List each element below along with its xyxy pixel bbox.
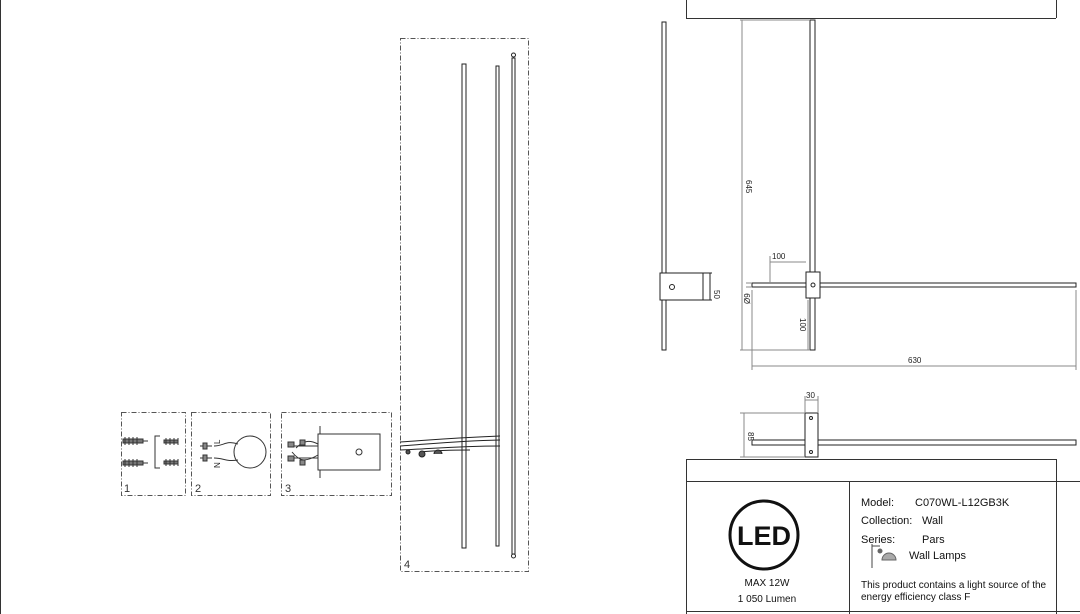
model-value: C070WL-L12GB3K xyxy=(915,497,1010,509)
dimension-projection: 85 xyxy=(746,432,755,441)
wire-label-neutral: N xyxy=(213,462,222,468)
top-view xyxy=(740,396,1077,458)
dimension-rod-diameter: Ø9 xyxy=(743,293,752,304)
assembly-step-2: L N 2 xyxy=(191,412,271,496)
sheet-border xyxy=(0,0,1057,614)
wall-plug-icon xyxy=(122,459,148,467)
dimension-vertical-offset: 100 xyxy=(798,318,807,332)
step-number: 1 xyxy=(124,483,130,495)
step-number: 3 xyxy=(285,483,291,495)
led-logo-text: LED xyxy=(737,521,791,551)
collection-label: Collection: xyxy=(861,515,912,527)
lamp-type-value: Wall Lamps xyxy=(909,550,967,562)
energy-class-line-2: energy efficiency class F xyxy=(861,592,970,603)
wall-plug-icon xyxy=(122,437,148,445)
collection-value: Wall xyxy=(922,515,943,527)
dimension-depth: 30 xyxy=(806,391,815,400)
lamp-rod xyxy=(511,57,516,555)
junction-box-icon xyxy=(233,435,267,469)
assembly-step-4: 4 xyxy=(399,38,529,572)
wire-label-live: L xyxy=(213,439,222,444)
energy-class-line-1: This product contains a light source of … xyxy=(861,580,1047,591)
lamp-rod xyxy=(461,63,467,549)
screw-icon xyxy=(163,438,179,445)
dimension-mount-height: 50 xyxy=(712,290,721,299)
lamp-rod xyxy=(495,65,500,547)
top-mount-block xyxy=(804,412,819,458)
series-label: Series: xyxy=(861,534,895,546)
assembly-step-1: 1 xyxy=(121,412,186,496)
screw-icon xyxy=(163,459,179,466)
driver-box-icon xyxy=(317,433,381,471)
side-view xyxy=(740,19,1077,370)
step-number: 4 xyxy=(404,559,410,571)
dimension-arm-offset: 100 xyxy=(772,252,786,261)
power-rating: MAX 12W xyxy=(744,578,790,589)
lumen-rating: 1 050 Lumen xyxy=(738,594,796,605)
wall-mount-block xyxy=(805,271,821,299)
dimension-height: 645 xyxy=(744,180,753,194)
assembly-step-3: 3 xyxy=(281,412,392,496)
wall-mount-plate xyxy=(659,272,704,301)
wall-lamp-icon xyxy=(871,544,897,568)
title-block xyxy=(686,459,1080,614)
led-logo: LED xyxy=(728,499,800,571)
front-view xyxy=(659,21,712,351)
dimension-width: 630 xyxy=(908,356,922,365)
step-number: 2 xyxy=(195,483,201,495)
model-label: Model: xyxy=(861,497,894,509)
series-value: Pars xyxy=(922,534,945,546)
